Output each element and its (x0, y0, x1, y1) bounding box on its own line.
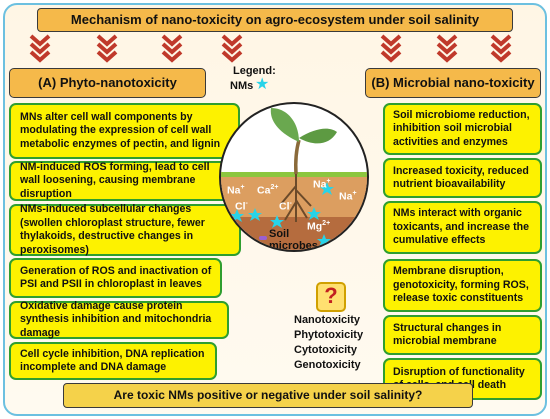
phyto-box-oxidative: Oxidative damage cause protein synthesis… (9, 300, 229, 339)
phyto-box-dna: Cell cycle inhibition, DNA replication i… (9, 342, 217, 380)
toxicity-item: Cytotoxicity (294, 344, 357, 356)
question-icon: ? (316, 282, 346, 312)
chevron-down-icon (29, 34, 51, 64)
chevron-down-icon (161, 34, 183, 64)
seedling-icon (221, 108, 367, 250)
chevron-down-icon (490, 34, 512, 64)
microbes-label: microbes (269, 240, 318, 252)
microbial-box-bioavailability: Increased toxicity, reduced nutrient bio… (383, 158, 542, 198)
chevron-down-icon (436, 34, 458, 64)
diagram-title: Mechanism of nano-toxicity on agro-ecosy… (37, 8, 513, 32)
chevron-down-icon (380, 34, 402, 64)
phyto-box-subcellular: NMs-induced subcellular changes (swollen… (9, 203, 241, 256)
plant-soil-illustration: Na+ Ca2+ Na+ Na+ Cl- Cl- Mg2+ Soil micro… (219, 102, 369, 252)
soil-label: Soil (269, 228, 290, 240)
ion-calcium: Ca2+ (257, 184, 279, 197)
microbial-box-structural-changes: Structural changes in microbial membrane (383, 315, 542, 355)
star-icon: ★ (255, 76, 270, 93)
microbial-box-organic-toxicants: NMs interact with organic toxicants, and… (383, 201, 542, 254)
ion-sodium: Na+ (227, 184, 245, 197)
ion-chloride: Cl- (235, 200, 248, 213)
nms-label: NMs (333, 238, 357, 250)
phyto-box-ros-cell-wall: NM-induced ROS forming, lead to cell wal… (9, 161, 236, 201)
ion-magnesium: Mg2+ (307, 220, 331, 233)
ion-chloride: Cl- (279, 200, 292, 213)
ion-sodium: Na+ (339, 190, 357, 203)
phyto-box-psi-psii: Generation of ROS and inactivation of PS… (9, 258, 222, 298)
toxicity-item: Nanotoxicity (294, 314, 361, 326)
phyto-box-cell-wall: MNs alter cell wall components by modula… (9, 103, 240, 159)
microbial-box-microbiome: Soil microbiome reduction, inhibition so… (383, 103, 542, 155)
chevron-down-icon (96, 34, 118, 64)
toxicity-list: Nanotoxicity Phytotoxicity Cytotoxicity … (294, 313, 363, 373)
phyto-nanotoxicity-header: (A) Phyto-nanotoxicity (9, 68, 206, 98)
microbe-icon (238, 236, 267, 249)
bottom-question: Are toxic NMs positive or negative under… (63, 383, 473, 408)
microbial-box-cell-death: Disruption of functionality of cells, an… (383, 358, 542, 400)
chevron-down-icon (221, 34, 243, 64)
legend-item-label: NMs (230, 80, 254, 92)
toxicity-item: Phytotoxicity (294, 329, 364, 341)
legend-label: Legend: (233, 65, 276, 77)
ion-sodium: Na+ (313, 178, 331, 191)
microbial-box-membrane-disruption: Membrane disruption, genotoxicity, formi… (383, 259, 542, 312)
microbial-nanotoxicity-header: (B) Microbial nano-toxicity (365, 68, 541, 98)
toxicity-item: Genotoxicity (294, 359, 361, 371)
